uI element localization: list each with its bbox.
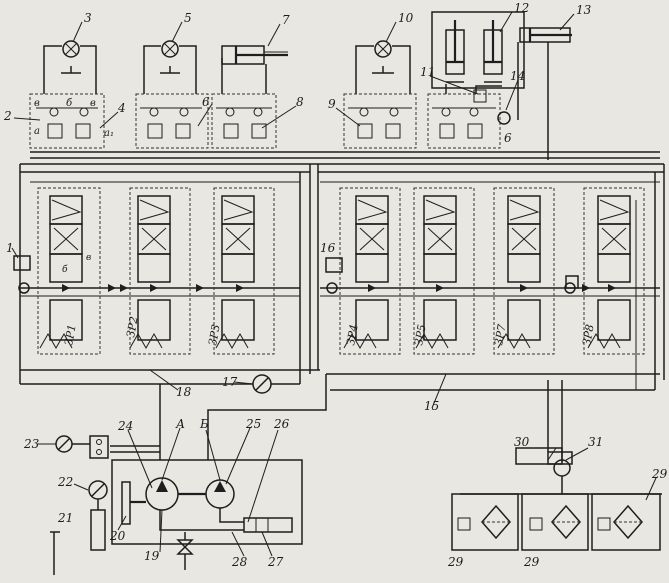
callout-2: 2 (3, 109, 12, 123)
port-v-low: в (86, 253, 91, 263)
callout-18: 18 (176, 385, 192, 399)
leader-lines (11, 11, 657, 557)
label-zr5: ЗР5 (412, 323, 428, 346)
callout-12: 12 (514, 1, 529, 15)
callout-31: 31 (588, 435, 603, 449)
cylinder-13 (519, 27, 572, 43)
callout-11: 11 (420, 65, 435, 79)
indicator-5 (160, 40, 180, 74)
callout-28: 28 (231, 555, 248, 569)
valve-zr7 (493, 187, 555, 355)
indicator-3 (61, 40, 81, 74)
pump-label-a: А (175, 417, 185, 431)
callout-9: 9 (328, 97, 336, 111)
callout-8: 8 (296, 95, 304, 109)
callout-7: 7 (282, 13, 290, 27)
callout-20: 20 (109, 529, 126, 543)
indicator-10 (372, 40, 394, 74)
filter-29-right (591, 493, 661, 551)
port-b-low: б (62, 264, 68, 275)
valve-zr2 (129, 187, 191, 355)
callout-15: 15 (424, 399, 439, 413)
callout-30: 30 (514, 435, 530, 449)
callout-16: 16 (320, 241, 336, 255)
label-zr1: ЗР1 (62, 323, 78, 346)
callout-29: 29 (651, 467, 668, 481)
port-b1: б (66, 98, 73, 109)
filter-unit (451, 447, 662, 551)
valve-zr3 (213, 187, 275, 355)
callout-numbers: 1 2 3 4 5 6 7 8 9 10 11 12 13 14 15 16 1… (3, 1, 668, 569)
callout-25: 25 (245, 417, 261, 431)
callout-27: 27 (267, 555, 284, 569)
callout-29c: 29 (523, 555, 540, 569)
check-valve-blocks (29, 89, 511, 149)
callout-4: 4 (117, 101, 126, 115)
valve-labels: ЗР1 ЗР2 ЗР3 ЗР4 ЗР5 ЗР7 ЗР8 (62, 315, 596, 346)
callout-17: 17 (222, 375, 238, 389)
valve-zr4 (339, 187, 401, 355)
pump-unit (50, 435, 303, 575)
port-a: а (34, 126, 40, 137)
callout-24: 24 (117, 419, 133, 433)
callout-6b: 6 (504, 131, 512, 145)
device-lines (43, 42, 549, 160)
callout-21: 21 (57, 511, 73, 525)
label-zr2: ЗР2 (124, 315, 140, 338)
label-zr7: ЗР7 (492, 323, 508, 346)
port-letters: в б в а а₁ в б (34, 98, 114, 275)
spool-valves (37, 187, 645, 355)
pump-label-b: Б (199, 417, 209, 431)
label-zr3: ЗР3 (206, 323, 222, 346)
callout-22: 22 (57, 475, 73, 489)
callout-6: 6 (202, 95, 210, 109)
cylinder-7 (221, 45, 288, 65)
callout-26: 26 (273, 417, 290, 431)
valve-zr8 (583, 187, 645, 355)
callout-1: 1 (6, 241, 14, 255)
callout-19: 19 (144, 549, 160, 563)
label-zr8: ЗР8 (580, 323, 596, 346)
callout-5: 5 (184, 11, 192, 25)
small-components (13, 255, 590, 394)
twin-cylinders-12 (431, 11, 525, 89)
callout-23: 23 (23, 437, 40, 451)
valve-zr5 (413, 187, 475, 355)
label-zr4: ЗР4 (344, 323, 360, 346)
callout-10: 10 (398, 11, 414, 25)
pipe-network (19, 151, 665, 462)
callout-3: 3 (84, 11, 92, 25)
port-a1: а₁ (104, 128, 114, 139)
callout-29b: 29 (447, 555, 464, 569)
port-v2: в (90, 98, 96, 109)
callout-13: 13 (576, 3, 592, 17)
port-v1: в (34, 98, 40, 109)
filter-29-left (451, 493, 519, 551)
filter-29-mid (521, 493, 589, 551)
top-devices (61, 11, 572, 89)
callout-14: 14 (510, 69, 525, 83)
valve-zr1 (37, 187, 101, 355)
